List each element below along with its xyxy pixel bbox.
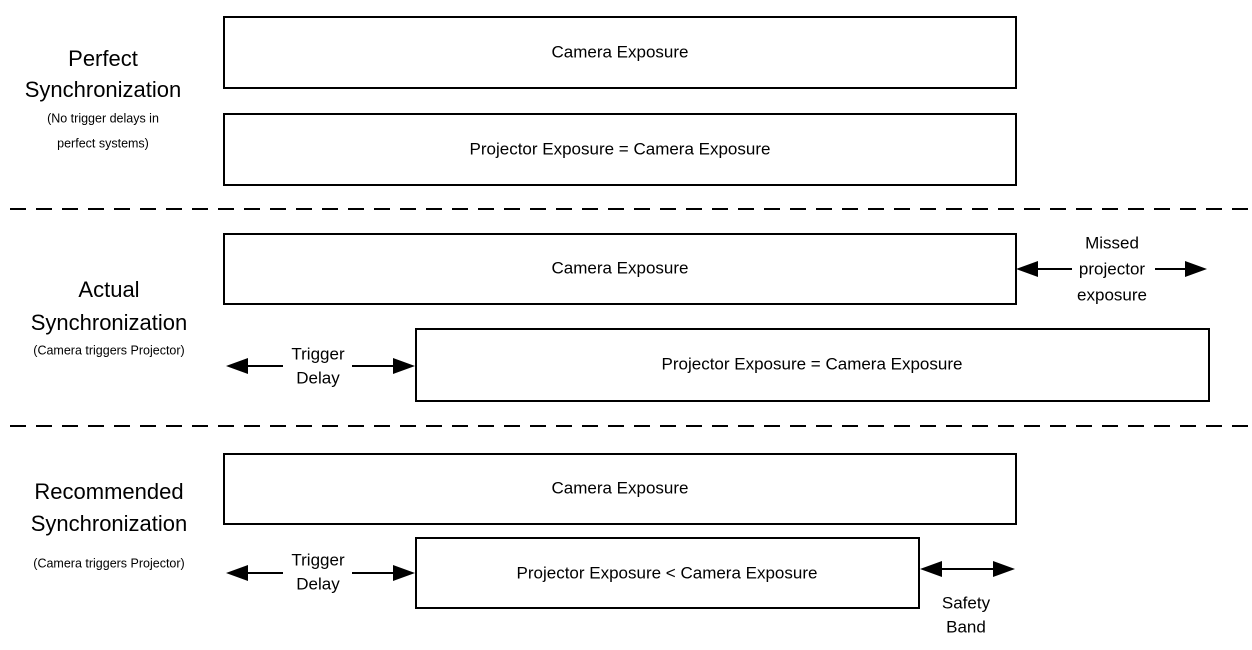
missed-exposure-label-line2: projector <box>1079 259 1145 278</box>
actual-projector-exposure-label: Projector Exposure = Camera Exposure <box>662 354 963 373</box>
actual-camera-exposure-label: Camera Exposure <box>551 258 688 277</box>
safety-band-arrow <box>920 561 1015 577</box>
actual-note: (Camera triggers Projector) <box>33 343 184 357</box>
perfect-title-line2: Synchronization <box>25 77 182 102</box>
perfect-note-line1: (No trigger delays in <box>47 111 159 125</box>
perfect-camera-exposure-box <box>223 16 1017 89</box>
perfect-title-line1: Perfect <box>68 46 138 71</box>
recommended-note: (Camera triggers Projector) <box>33 556 184 570</box>
perfect-note-line2: perfect systems) <box>57 136 149 150</box>
safety-band-label-line1: Safety <box>942 593 991 612</box>
recommended-trigger-delay-label-line2: Delay <box>296 574 340 593</box>
actual-trigger-delay-label-line2: Delay <box>296 368 340 387</box>
recommended-title-line2: Synchronization <box>31 511 188 536</box>
recommended-camera-exposure-label: Camera Exposure <box>551 478 688 497</box>
actual-camera-exposure-box <box>223 233 1017 305</box>
recommended-trigger-delay-label-line1: Trigger <box>291 550 345 569</box>
safety-band-label-line2: Band <box>946 617 986 636</box>
actual-projector-exposure-box <box>415 328 1210 402</box>
actual-trigger-delay-arrow <box>226 358 415 374</box>
missed-exposure-label-line1: Missed <box>1085 233 1139 252</box>
missed-exposure-label-line3: exposure <box>1077 285 1147 304</box>
recommended-projector-exposure-label: Projector Exposure < Camera Exposure <box>517 563 818 582</box>
actual-trigger-delay-label-line1: Trigger <box>291 344 345 363</box>
actual-title-line2: Synchronization <box>31 310 188 335</box>
recommended-trigger-delay-arrow <box>226 565 415 581</box>
perfect-camera-exposure-label: Camera Exposure <box>551 42 688 61</box>
recommended-camera-exposure-box <box>223 453 1017 525</box>
perfect-projector-exposure-label: Projector Exposure = Camera Exposure <box>470 139 771 158</box>
perfect-projector-exposure-box <box>223 113 1017 186</box>
missed-exposure-arrow <box>1016 261 1207 277</box>
recommended-title-line1: Recommended <box>34 479 183 504</box>
recommended-projector-exposure-box <box>415 537 920 609</box>
actual-title-line1: Actual <box>78 277 139 302</box>
